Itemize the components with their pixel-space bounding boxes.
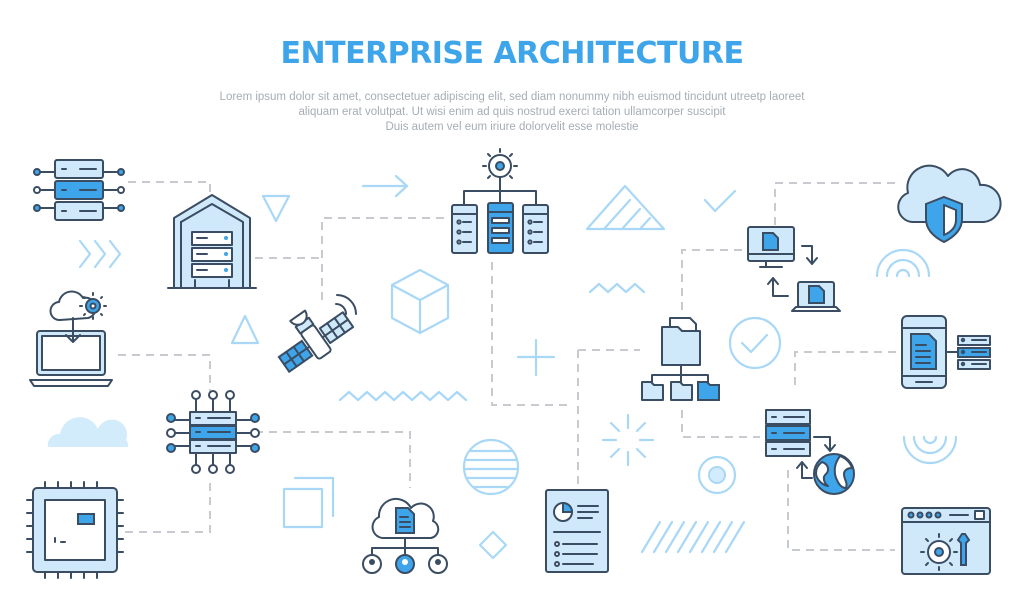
cloud-laptop-settings-icon <box>29 290 113 387</box>
server-globe-icon <box>765 409 855 495</box>
settings-hierarchy-icon <box>451 148 549 254</box>
subtitle-line-3: Duis autem vel eum iriure dolorvelit ess… <box>385 121 639 133</box>
data-center-icon <box>167 194 257 289</box>
cloud-security-icon <box>897 164 1002 244</box>
computer-laptop-transfer-icon <box>747 226 841 312</box>
page-title: ENTERPRISE ARCHITECTURE <box>280 36 744 71</box>
page-subtitle: Lorem ipsum dolor sit amet, consectetuer… <box>0 90 1024 135</box>
connector-lines <box>118 181 898 551</box>
decorations <box>47 174 958 560</box>
network-server-icon <box>166 390 260 474</box>
microchip-icon <box>26 481 124 579</box>
folder-hierarchy-icon <box>641 317 720 401</box>
mobile-server-icon <box>901 315 991 389</box>
report-document-icon <box>545 489 609 573</box>
cloud-document-users-icon <box>362 497 448 574</box>
server-network-icon <box>33 159 125 221</box>
browser-settings-icon <box>901 507 991 575</box>
subtitle-line-2: aliquam erat volutpat. Ut wisi enim ad q… <box>298 106 726 118</box>
subtitle-line-1: Lorem ipsum dolor sit amet, consectetuer… <box>219 91 805 103</box>
satellite-icon <box>277 294 357 374</box>
